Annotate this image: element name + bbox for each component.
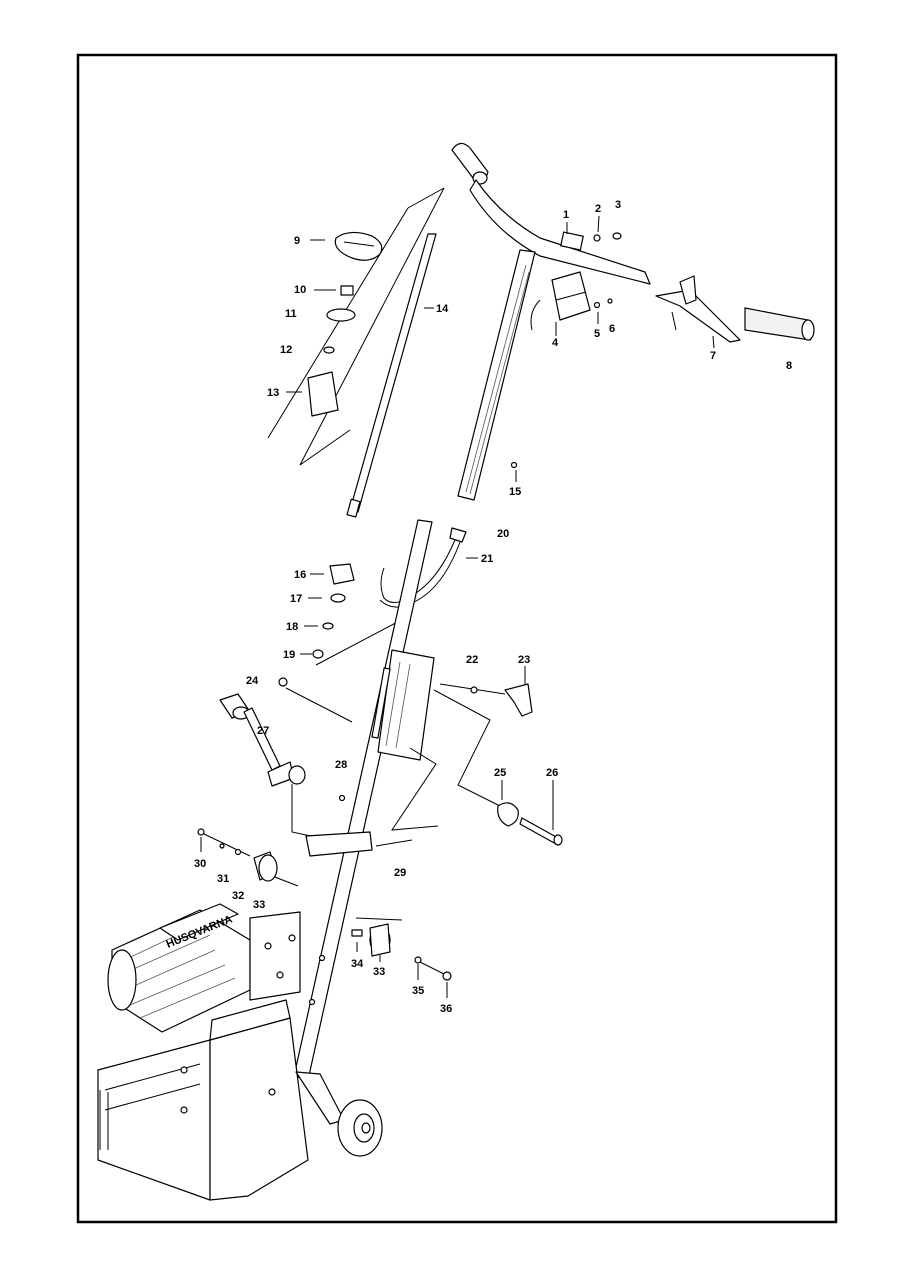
drawing-frame <box>76 53 838 1224</box>
callout-26: 26 <box>546 767 558 779</box>
callout-7: 7 <box>710 350 716 362</box>
callout-19: 19 <box>283 649 295 661</box>
callout-20: 20 <box>497 528 509 540</box>
callout-32: 32 <box>232 890 244 902</box>
callout-33-left: 33 <box>253 899 265 911</box>
callout-labels: 1 2 3 4 5 6 7 8 9 10 11 12 13 14 15 16 1… <box>194 199 792 1015</box>
callout-24: 24 <box>246 675 259 687</box>
callout-14: 14 <box>436 303 449 315</box>
callout-36: 36 <box>440 1003 452 1015</box>
callout-30: 30 <box>194 858 206 870</box>
handle-lock-subassembly <box>267 187 445 518</box>
callout-1: 1 <box>563 209 569 221</box>
callout-4: 4 <box>552 337 559 349</box>
callout-25: 25 <box>494 767 506 779</box>
callout-34: 34 <box>351 958 364 970</box>
callout-10: 10 <box>294 284 306 296</box>
callout-6: 6 <box>609 323 615 335</box>
callout-3: 3 <box>615 199 621 211</box>
callout-17: 17 <box>290 593 302 605</box>
callout-2: 2 <box>595 203 601 215</box>
callout-18: 18 <box>286 621 298 633</box>
callout-29: 29 <box>394 867 406 879</box>
callout-28: 28 <box>335 759 347 771</box>
roller-parts <box>197 828 452 981</box>
callout-16: 16 <box>294 569 306 581</box>
callout-5: 5 <box>594 328 600 340</box>
callout-11: 11 <box>285 308 297 320</box>
crank-handle <box>219 693 346 839</box>
lower-tube-clamp <box>278 519 563 1081</box>
callout-13: 13 <box>267 387 279 399</box>
callout-35: 35 <box>412 985 424 997</box>
callout-12: 12 <box>280 344 292 356</box>
callout-33-right: 33 <box>373 966 385 978</box>
lock-lower-parts <box>312 563 406 666</box>
cable-assembly <box>379 527 467 608</box>
callout-22: 22 <box>466 654 478 666</box>
callout-27: 27 <box>257 725 269 737</box>
callout-8: 8 <box>786 360 792 372</box>
callout-31: 31 <box>217 873 229 885</box>
callout-21: 21 <box>481 553 493 565</box>
machine-body <box>97 903 383 1201</box>
handle-tube <box>457 249 536 501</box>
callout-23: 23 <box>518 654 530 666</box>
handlebar-assembly <box>451 142 815 343</box>
callout-9: 9 <box>294 235 300 247</box>
leader-lines <box>200 215 715 998</box>
callout-15: 15 <box>509 486 521 498</box>
